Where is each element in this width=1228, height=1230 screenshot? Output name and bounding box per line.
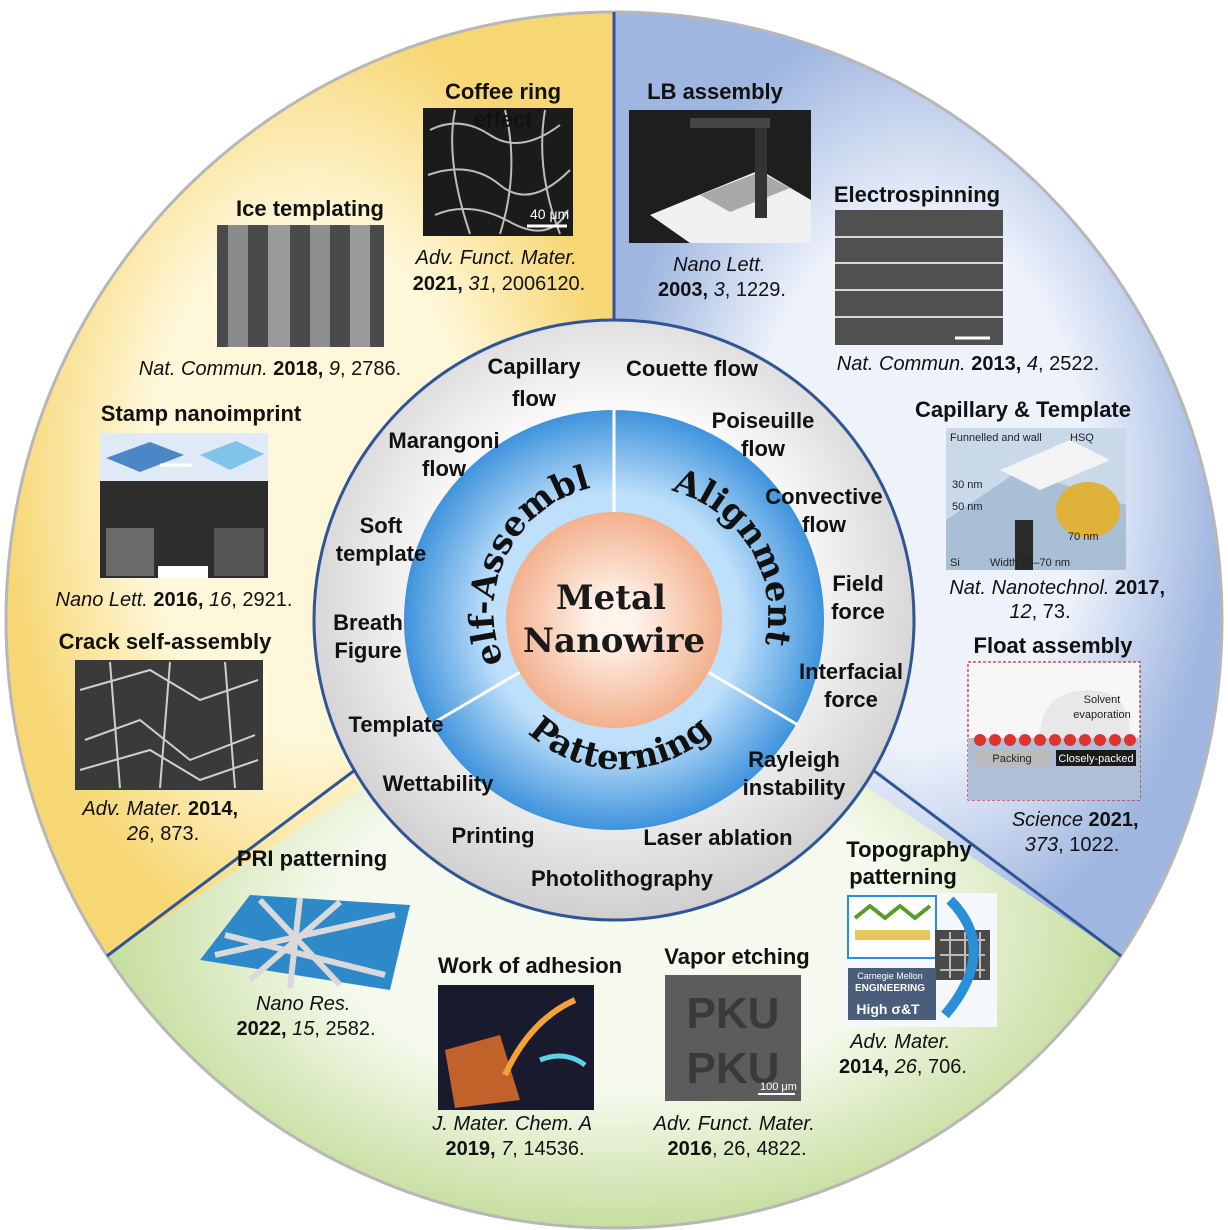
lb-assembly-ref: Nano Lett. 2003, 3, 1229.: [658, 254, 786, 301]
stamp-nanoimprint-ref: Nano Lett. 2016, 16, 2921.: [56, 589, 293, 611]
svg-text:HSQ: HSQ: [1070, 432, 1094, 444]
svg-text:Packing: Packing: [992, 753, 1031, 765]
topography-patterning-ref: Adv. Mater. 2014, 26, 706.: [839, 1031, 967, 1078]
core-line1: Metal: [556, 578, 666, 618]
coffee-ring-image: [423, 108, 573, 236]
vapor-etching-text1: PKU: [687, 989, 780, 1038]
method-wettability: Wettability: [383, 771, 495, 796]
svg-text:Funnelled and wall: Funnelled and wall: [950, 432, 1042, 444]
example-topography-patterning: Carnegie Mellon ENGINEERING High σ&T Top…: [839, 837, 997, 1078]
vapor-etching-title: Vapor etching: [664, 944, 809, 969]
method-couette-flow: Couette flow: [626, 356, 759, 381]
float-assembly-ref: Science 2021, 373, 1022.: [1012, 809, 1144, 856]
sector-divider-left: [106, 768, 356, 958]
pri-patterning-title: PRI patterning: [237, 846, 387, 871]
example-electrospinning: Electrospinning Nat. Commun. 2013, 4, 25…: [834, 182, 1099, 375]
electrospinning-title: Electrospinning: [834, 182, 1000, 207]
method-printing: Printing: [451, 823, 534, 848]
crack-self-assembly-ref: Adv. Mater. 2014, 26, 873.: [81, 798, 243, 845]
electrospinning-image: [835, 210, 1003, 345]
work-of-adhesion-title: Work of adhesion: [438, 953, 622, 978]
crack-self-assembly-title: Crack self-assembly: [59, 629, 273, 654]
core-line2: Nanowire: [523, 621, 705, 661]
ice-templating-title: Ice templating: [236, 196, 384, 221]
example-stamp-nanoimprint: Stamp nanoimprint Nano Lett. 2016, 16, 2…: [56, 401, 302, 611]
svg-text:70 nm: 70 nm: [1068, 531, 1099, 543]
svg-text:evaporation: evaporation: [1073, 709, 1131, 721]
coffee-ring-scale: 40 μm: [530, 206, 569, 222]
vapor-etching-scale: 100 μm: [760, 1081, 797, 1093]
lb-assembly-title: LB assembly: [647, 79, 783, 104]
example-lb-assembly: LB assembly Nano Lett. 2003, 3, 1229.: [629, 79, 811, 301]
coffee-ring-ref: Adv. Funct. Mater. 2021, 31, 2006120.: [413, 247, 585, 295]
vapor-etching-image: [665, 975, 801, 1101]
svg-text:High σ&T: High σ&T: [856, 1001, 920, 1017]
method-laser-ablation: Laser ablation: [643, 825, 792, 850]
example-work-of-adhesion: Work of adhesion J. Mater. Chem. A 2019,…: [431, 953, 622, 1160]
svg-text:Closely-packed: Closely-packed: [1058, 753, 1133, 765]
float-assembly-title: Float assembly: [974, 633, 1134, 658]
svg-text:Width 30–70 nm: Width 30–70 nm: [990, 557, 1070, 569]
svg-text:ENGINEERING: ENGINEERING: [855, 983, 925, 994]
work-of-adhesion-ref: J. Mater. Chem. A 2019, 7, 14536.: [431, 1113, 597, 1160]
capillary-template-title: Capillary & Template: [915, 397, 1131, 422]
example-pri-patterning: PRI patterning Nano Res. 2022, 15, 2582.: [200, 846, 410, 1040]
example-crack-self-assembly: Crack self-assembly Adv. Mater. 2014, 26…: [59, 629, 273, 845]
sector-patterning: [107, 620, 1121, 1229]
sector-divider-right: [872, 768, 1122, 958]
vapor-etching-ref: Adv. Funct. Mater. 2016, 26, 4822.: [653, 1113, 821, 1160]
svg-text:50 nm: 50 nm: [952, 501, 983, 513]
svg-text:Solvent: Solvent: [1084, 694, 1121, 706]
capillary-template-ref: Nat. Nanotechnol. 2017, 12, 73.: [949, 577, 1170, 623]
example-ice-templating: Ice templating Nat. Commun. 2018, 9, 278…: [139, 196, 401, 380]
stamp-nanoimprint-title: Stamp nanoimprint: [101, 401, 302, 426]
example-float-assembly: Solvent evaporation Packing Closely-pack…: [967, 633, 1144, 856]
method-template: Template: [349, 712, 444, 737]
example-vapor-etching: PKU PKU 100 μm Vapor etching Adv. Funct.…: [653, 944, 821, 1160]
ice-templating-ref: Nat. Commun. 2018, 9, 2786.: [139, 358, 401, 380]
svg-text:Si: Si: [950, 557, 960, 569]
pri-patterning-ref: Nano Res. 2022, 15, 2582.: [236, 993, 375, 1040]
svg-text:Carnegie Mellon: Carnegie Mellon: [857, 971, 923, 981]
vapor-etching-text2: PKU: [687, 1044, 780, 1093]
electrospinning-ref: Nat. Commun. 2013, 4, 2522.: [837, 353, 1099, 375]
svg-text:30 nm: 30 nm: [952, 479, 983, 491]
example-capillary-template: Funnelled and wall HSQ 30 nm 50 nm 70 nm…: [915, 397, 1170, 623]
core-circle: [506, 512, 722, 728]
method-photolithography: Photolithography: [531, 866, 714, 891]
